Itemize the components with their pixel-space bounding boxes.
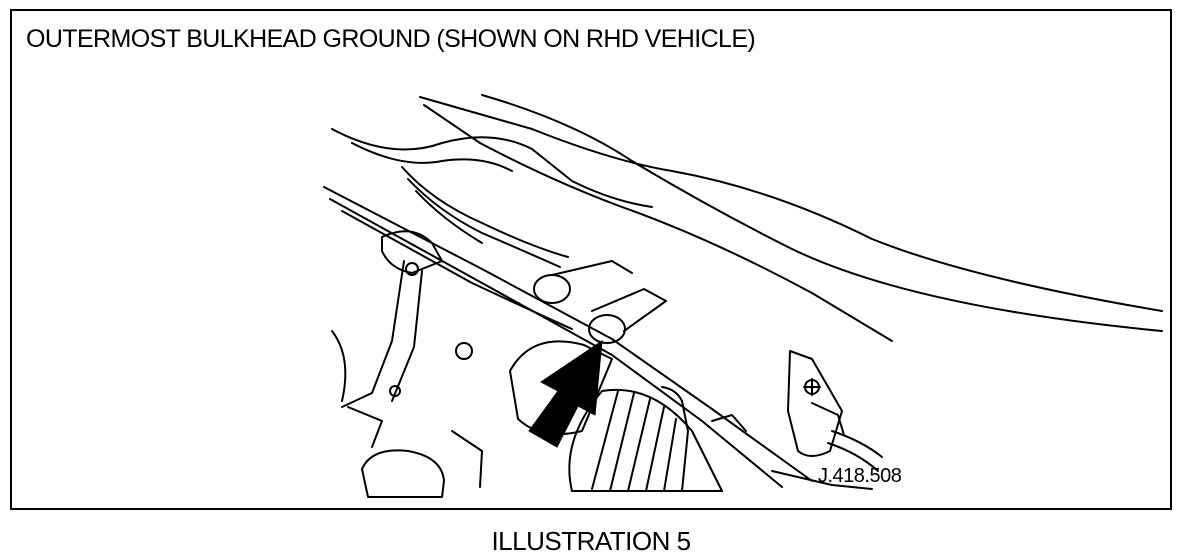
ground-post — [591, 288, 667, 332]
brake-pipe-2 — [329, 198, 783, 488]
lower-left-cap — [361, 449, 445, 498]
wiring-harness — [401, 166, 569, 258]
illustration-title: OUTERMOST BULKHEAD GROUND (SHOWN ON RHD … — [26, 25, 756, 53]
left-bracket — [381, 230, 443, 274]
upper-panel-line-2 — [481, 94, 1163, 332]
right-bracket — [787, 350, 843, 457]
upper-panel-line — [419, 96, 1163, 312]
left-fastener — [389, 385, 401, 397]
reservoir-cap — [533, 274, 571, 304]
illustration-caption: ILLUSTRATION 5 — [491, 526, 691, 556]
engine-bay-line-drawing — [323, 94, 1163, 498]
reference-code: J.418.508 — [818, 465, 902, 487]
arrow-icon — [528, 339, 603, 448]
illustration-frame: OUTERMOST BULKHEAD GROUND (SHOWN ON RHD … — [10, 9, 1172, 510]
bulkhead-edge — [423, 104, 893, 342]
corrugated-hose — [568, 388, 723, 492]
cowl-panel — [331, 128, 653, 208]
